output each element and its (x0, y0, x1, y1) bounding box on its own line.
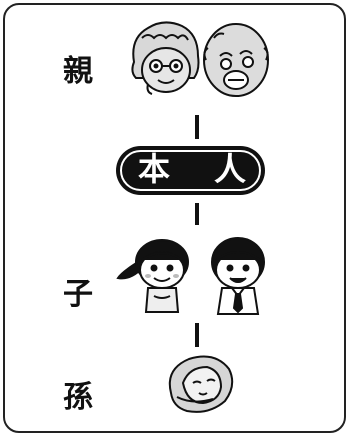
boy-icon (211, 237, 265, 315)
girl-icon (116, 239, 189, 313)
children-illustration (116, 237, 265, 315)
grandfather-icon (203, 23, 269, 97)
self-badge-char-1: 本 (138, 150, 171, 188)
grandchildren-label: 孫 (63, 380, 93, 415)
connector-parents-self (195, 115, 199, 139)
connector-self-children (195, 203, 199, 225)
children-label: 子 (63, 277, 93, 312)
parents-label: 親 (63, 54, 93, 89)
self-badge-char-2: 人 (214, 150, 247, 188)
parents-illustration (131, 21, 269, 97)
grandmother-icon (131, 21, 200, 95)
baby-icon (168, 355, 234, 413)
grandchild-illustration (168, 355, 234, 413)
self-badge (116, 146, 265, 195)
connector-children-grandchildren (195, 323, 199, 347)
